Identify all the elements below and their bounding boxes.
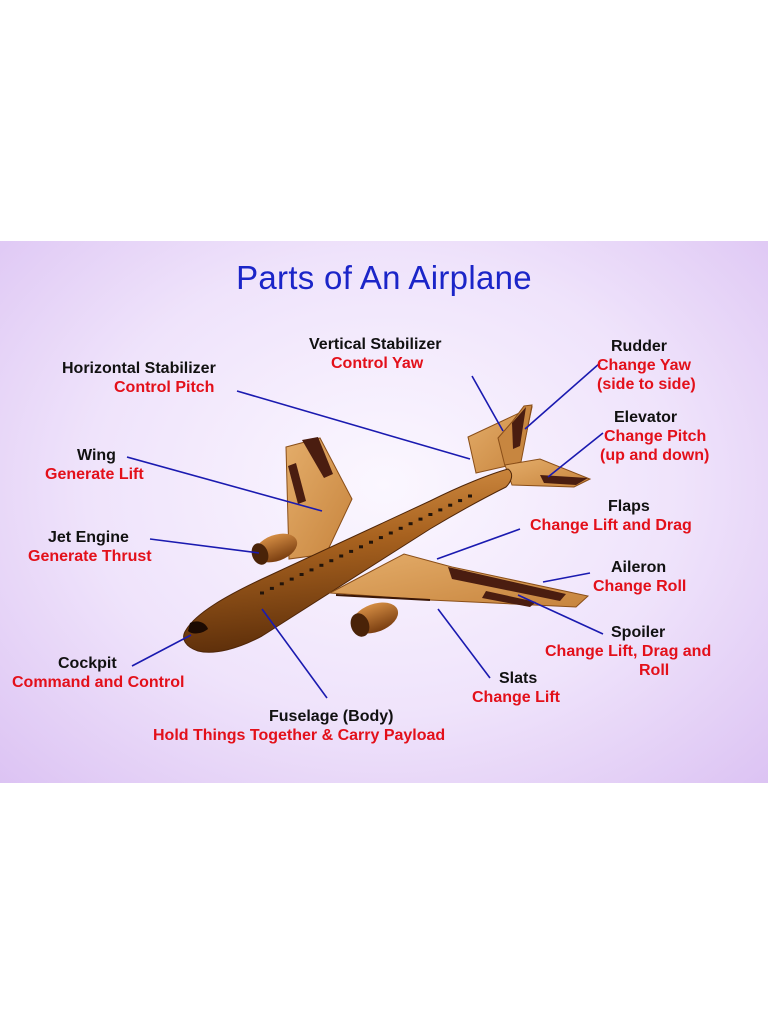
label-fuselage: Fuselage (Body) Hold Things Together & C… xyxy=(153,707,445,745)
passenger-window xyxy=(309,568,314,572)
label-horizontal-stabilizer: Horizontal Stabilizer Control Pitch xyxy=(62,359,216,397)
leader-jet-engine xyxy=(149,538,260,554)
fuselage-name: Fuselage (Body) xyxy=(269,708,394,725)
aileron-function: Change Roll xyxy=(593,578,687,595)
passenger-window xyxy=(448,503,453,507)
label-elevator: Elevator Change Pitch (up and down) xyxy=(600,408,709,465)
slats-function: Change Lift xyxy=(472,689,560,706)
cockpit-function: Command and Control xyxy=(12,674,185,691)
leader-fuselage xyxy=(261,608,328,699)
diagram-slide: Parts of An Airplane Horizontal Stabiliz… xyxy=(0,241,768,783)
passenger-window xyxy=(279,582,284,586)
passenger-window xyxy=(428,513,433,516)
spoiler-function-line1: Change Lift, Drag and xyxy=(545,643,712,660)
wing-name: Wing xyxy=(77,447,116,464)
near-wing xyxy=(328,553,590,608)
leader-cockpit xyxy=(131,634,192,667)
passenger-window xyxy=(299,573,304,576)
slats-name: Slats xyxy=(499,670,538,687)
passenger-window xyxy=(359,545,363,549)
cockpit-window xyxy=(188,621,208,634)
passenger-window xyxy=(418,517,423,521)
vertical-stabilizer-name: Vertical Stabilizer xyxy=(309,336,442,353)
passenger-window xyxy=(398,526,403,530)
passenger-window xyxy=(438,508,443,512)
far-wing xyxy=(285,437,353,560)
spoiler-name: Spoiler xyxy=(611,624,666,641)
label-aileron: Aileron Change Roll xyxy=(593,558,686,596)
horizontal-stabilizer-name: Horizontal Stabilizer xyxy=(62,360,216,377)
wing-function: Generate Lift xyxy=(45,466,144,483)
tail xyxy=(467,404,592,488)
passenger-window xyxy=(408,522,413,526)
label-jet-engine: Jet Engine Generate Thrust xyxy=(28,528,152,566)
passenger-window xyxy=(349,549,354,553)
leader-wing xyxy=(126,456,323,512)
elevator-function-line1: Change Pitch xyxy=(604,428,707,445)
jet-engine-name: Jet Engine xyxy=(48,529,129,546)
spoiler-function-line2: Roll xyxy=(639,662,670,679)
label-rudder: Rudder Change Yaw (side to side) xyxy=(597,337,696,394)
passenger-window xyxy=(388,531,393,535)
elevator-shape xyxy=(540,475,588,485)
airplane-diagram xyxy=(126,362,604,699)
leader-rudder xyxy=(524,362,601,430)
passenger-window xyxy=(369,540,373,544)
far-wing-aileron xyxy=(288,463,306,504)
flaps-function: Change Lift and Drag xyxy=(530,517,692,534)
label-slats: Slats Change Lift xyxy=(472,669,560,707)
fuselage-function: Hold Things Together & Carry Payload xyxy=(153,727,446,744)
passenger-windows xyxy=(260,494,472,595)
rudder-function-line1: Change Yaw xyxy=(597,357,691,374)
elevator-function-line2: (up and down) xyxy=(600,447,710,464)
label-cockpit: Cockpit Command and Control xyxy=(12,654,184,692)
horizontal-stabilizer-function: Control Pitch xyxy=(114,379,215,396)
passenger-window xyxy=(269,586,274,590)
near-wing-spoiler xyxy=(448,567,566,601)
passenger-window xyxy=(468,494,472,498)
aileron-name: Aileron xyxy=(611,559,667,576)
leader-aileron xyxy=(542,572,591,583)
leader-vertical-stabilizer xyxy=(471,375,504,432)
leader-spoiler xyxy=(517,594,604,635)
vertical-stabilizer-function: Control Yaw xyxy=(331,355,424,372)
rudder-function-line2: (side to side) xyxy=(597,376,696,393)
passenger-window xyxy=(458,499,463,503)
passenger-window xyxy=(319,563,324,567)
flaps-name: Flaps xyxy=(608,498,650,515)
label-vertical-stabilizer: Vertical Stabilizer Control Yaw xyxy=(309,335,442,373)
passenger-window xyxy=(378,536,383,540)
label-wing: Wing Generate Lift xyxy=(45,446,144,484)
far-engine xyxy=(251,533,298,565)
rudder-shape xyxy=(512,407,526,449)
cockpit-name: Cockpit xyxy=(58,655,117,672)
elevator-name: Elevator xyxy=(614,409,678,426)
passenger-window xyxy=(260,591,264,595)
leader-elevator xyxy=(547,432,604,478)
rudder-name: Rudder xyxy=(611,338,667,355)
passenger-window xyxy=(339,554,344,558)
far-wing-spoiler xyxy=(302,437,333,478)
leader-slats xyxy=(437,608,491,679)
diagram-title: Parts of An Airplane xyxy=(236,259,532,296)
label-flaps: Flaps Change Lift and Drag xyxy=(530,497,692,535)
passenger-window xyxy=(289,577,294,581)
leader-flaps xyxy=(436,528,521,560)
near-wing-aileron xyxy=(482,591,536,607)
leader-horizontal-stabilizer xyxy=(236,390,471,460)
near-wing-slats xyxy=(335,594,431,601)
jet-engine-function: Generate Thrust xyxy=(28,548,152,565)
label-spoiler: Spoiler Change Lift, Drag and Roll xyxy=(545,623,711,680)
near-engine xyxy=(350,602,399,637)
passenger-window xyxy=(329,559,334,563)
